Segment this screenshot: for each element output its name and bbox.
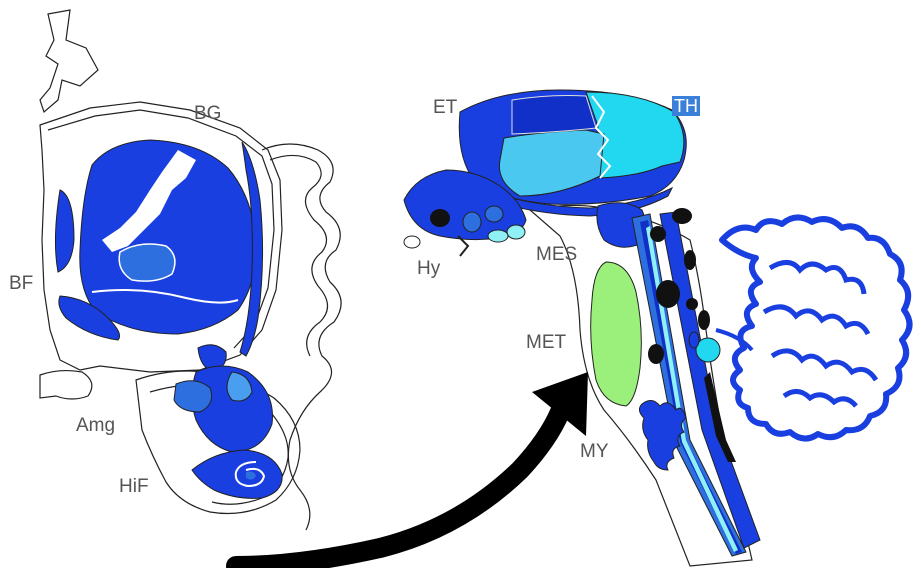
cerebellum <box>722 217 910 438</box>
label-met: MET <box>526 333 566 352</box>
nucleus-4 <box>656 280 680 308</box>
hy-dot-5 <box>488 230 508 242</box>
label-mes: MES <box>536 245 577 264</box>
hy-dot-4 <box>507 225 525 239</box>
bg-inner-light <box>119 244 175 281</box>
amygdala-complex <box>174 345 273 452</box>
nucleus-7 <box>648 344 664 364</box>
nucleus-cyan <box>696 338 720 362</box>
label-th: TH <box>672 96 700 116</box>
label-hif: HiF <box>119 477 149 496</box>
hy-dot-1 <box>430 209 450 227</box>
label-et: ET <box>433 98 457 117</box>
hif-outer <box>192 450 282 498</box>
amg-light <box>174 381 212 412</box>
nucleus-blue-small <box>689 332 699 348</box>
met-region <box>591 262 642 406</box>
hy-dot-2 <box>463 212 481 232</box>
bg-left-sliver <box>55 190 74 272</box>
nucleus-3 <box>684 250 696 270</box>
pointer-arrow <box>236 372 588 566</box>
hy-pituitary <box>404 236 420 248</box>
basal-ganglia <box>55 140 262 356</box>
nucleus-2 <box>650 226 666 242</box>
cortex-fold-top <box>40 10 98 112</box>
label-bf: BF <box>9 274 33 293</box>
label-amg: Amg <box>76 416 115 435</box>
cortex-fold-right-inner <box>270 155 328 356</box>
nucleus-5 <box>686 298 698 310</box>
label-my: MY <box>580 442 609 461</box>
hippocampal-formation <box>192 450 282 498</box>
label-bg: BG <box>194 104 221 123</box>
left-knob <box>40 371 92 399</box>
label-hy: Hy <box>417 259 440 278</box>
et-dark-band <box>512 96 596 135</box>
nucleus-6 <box>698 310 710 330</box>
hy-dot-3 <box>485 206 503 222</box>
nucleus-1 <box>672 208 692 224</box>
